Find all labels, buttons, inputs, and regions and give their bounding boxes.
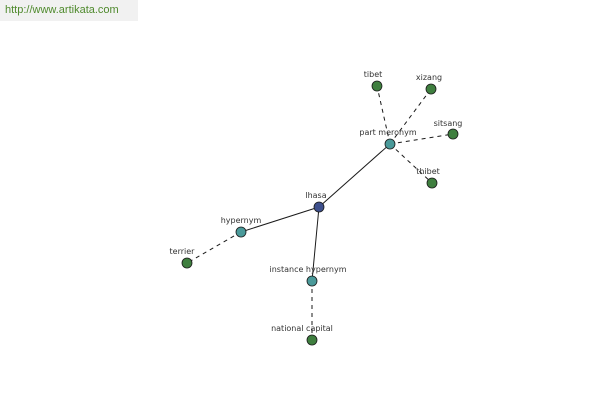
node-label-thibet: thibet	[416, 167, 440, 176]
edge-part-meronym-to-tibet	[376, 85, 391, 145]
node-label-sitsang: sitsang	[434, 119, 463, 128]
edge-lhasa-to-part-meronym	[318, 143, 391, 208]
edge-part-meronym-to-sitsang	[389, 133, 454, 145]
edge-hypernym-to-terrier	[186, 231, 242, 264]
node-national-capital[interactable]	[306, 334, 318, 346]
node-part-meronym[interactable]	[384, 138, 396, 150]
node-label-xizang: xizang	[416, 73, 442, 82]
node-label-lhasa: lhasa	[305, 191, 326, 200]
graph-edges	[186, 85, 454, 340]
node-label-tibet: tibet	[364, 70, 383, 79]
node-label-part-meronym: part meronym	[359, 128, 416, 137]
node-thibet[interactable]	[426, 177, 438, 189]
node-tibet[interactable]	[371, 80, 383, 92]
edge-part-meronym-to-xizang	[389, 88, 432, 145]
edge-lhasa-to-hypernym	[240, 206, 320, 233]
node-hypernym[interactable]	[235, 226, 247, 238]
site-link[interactable]: http://www.artikata.com	[5, 4, 119, 16]
edge-lhasa-to-instance-hypernym	[311, 206, 320, 282]
graph-nodes	[181, 80, 459, 346]
node-label-instance-hypernym: instance hypernym	[270, 265, 347, 274]
node-sitsang[interactable]	[447, 128, 459, 140]
node-instance-hypernym[interactable]	[306, 275, 318, 287]
node-label-terrier: terrier	[170, 247, 196, 256]
edge-part-meronym-to-thibet	[389, 143, 433, 184]
graph-labels: lhasa part meronym hypernym instance hypern…	[170, 70, 463, 333]
node-xizang[interactable]	[425, 83, 437, 95]
node-terrier[interactable]	[181, 257, 193, 269]
node-lhasa[interactable]	[313, 201, 325, 213]
node-label-national-capital: national capital	[271, 324, 333, 333]
node-label-hypernym: hypernym	[221, 216, 262, 225]
site-banner: http://www.artikata.com	[0, 0, 138, 21]
